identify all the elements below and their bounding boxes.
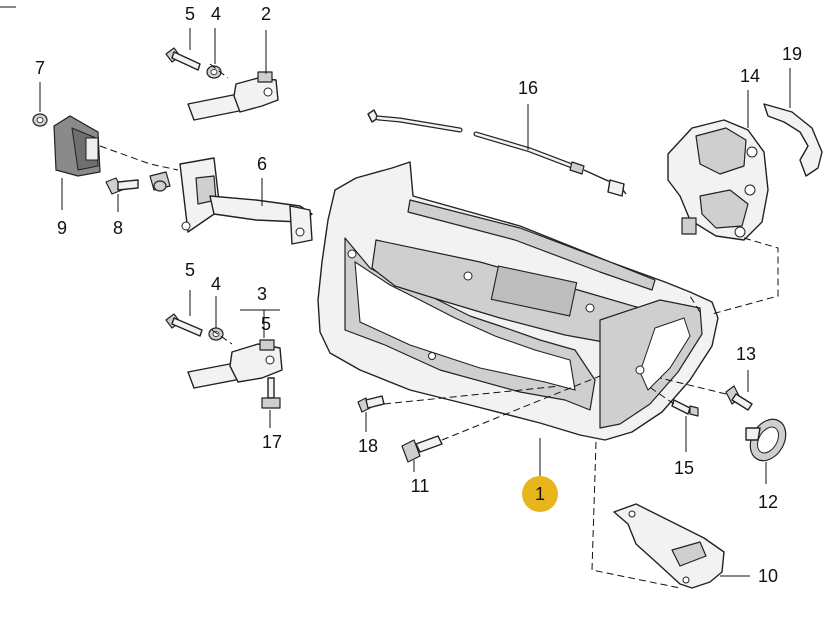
assembly-dashed-lines (99, 63, 779, 589)
hinge-upper[interactable] (187, 71, 279, 121)
callout-13[interactable]: 13 (736, 344, 756, 364)
callout-8[interactable]: 8 (113, 218, 123, 238)
leader-lines (39, 28, 791, 577)
screw-13[interactable] (725, 385, 753, 411)
striker-12[interactable] (743, 413, 793, 467)
callout-14[interactable]: 14 (740, 66, 760, 86)
hinge-lower[interactable] (187, 339, 283, 389)
nut-upper[interactable] (206, 65, 222, 79)
bolt-11[interactable] (401, 435, 443, 463)
bolt-8[interactable] (105, 177, 139, 195)
release-cable[interactable] (367, 109, 627, 197)
screw-15[interactable] (671, 399, 699, 417)
callout-labels: 1 2 3 4 4 5 5 5 6 7 8 9 10 11 12 13 14 1… (35, 4, 802, 586)
bolt-lower[interactable] (165, 313, 203, 337)
callout-5-upper[interactable]: 5 (185, 4, 195, 24)
callout-17[interactable]: 17 (262, 432, 282, 452)
callout-5-lower[interactable]: 5 (261, 314, 271, 334)
lock-cover[interactable] (763, 103, 823, 177)
bracket-10[interactable] (613, 503, 725, 589)
callout-7[interactable]: 7 (35, 58, 45, 78)
callout-15[interactable]: 15 (674, 458, 694, 478)
callout-10[interactable]: 10 (758, 566, 778, 586)
screw-17[interactable] (261, 377, 281, 409)
callout-1-highlight (522, 476, 558, 512)
callout-4-lower[interactable]: 4 (211, 274, 221, 294)
check-washer (153, 180, 167, 192)
callout-18[interactable]: 18 (358, 436, 378, 456)
callout-6[interactable]: 6 (257, 154, 267, 174)
rubber-pad[interactable] (53, 115, 101, 177)
callout-9[interactable]: 9 (57, 218, 67, 238)
callout-2[interactable]: 2 (261, 4, 271, 24)
callout-19[interactable]: 19 (782, 44, 802, 64)
callout-5-middle[interactable]: 5 (185, 260, 195, 280)
bolt-upper[interactable] (165, 47, 201, 71)
callout-4-upper[interactable]: 4 (211, 4, 221, 24)
door-lock[interactable] (667, 119, 769, 241)
callout-11[interactable]: 11 (411, 476, 430, 496)
door-check-strap[interactable] (179, 157, 313, 245)
nut-lower[interactable] (208, 327, 224, 341)
ring-7[interactable] (32, 113, 48, 127)
callout-1[interactable]: 1 (535, 484, 545, 504)
callout-16[interactable]: 16 (518, 78, 538, 98)
door-shell[interactable] (317, 161, 719, 441)
clip-18[interactable] (357, 395, 385, 413)
callout-12[interactable]: 12 (758, 492, 778, 512)
callout-3[interactable]: 3 (257, 284, 267, 304)
